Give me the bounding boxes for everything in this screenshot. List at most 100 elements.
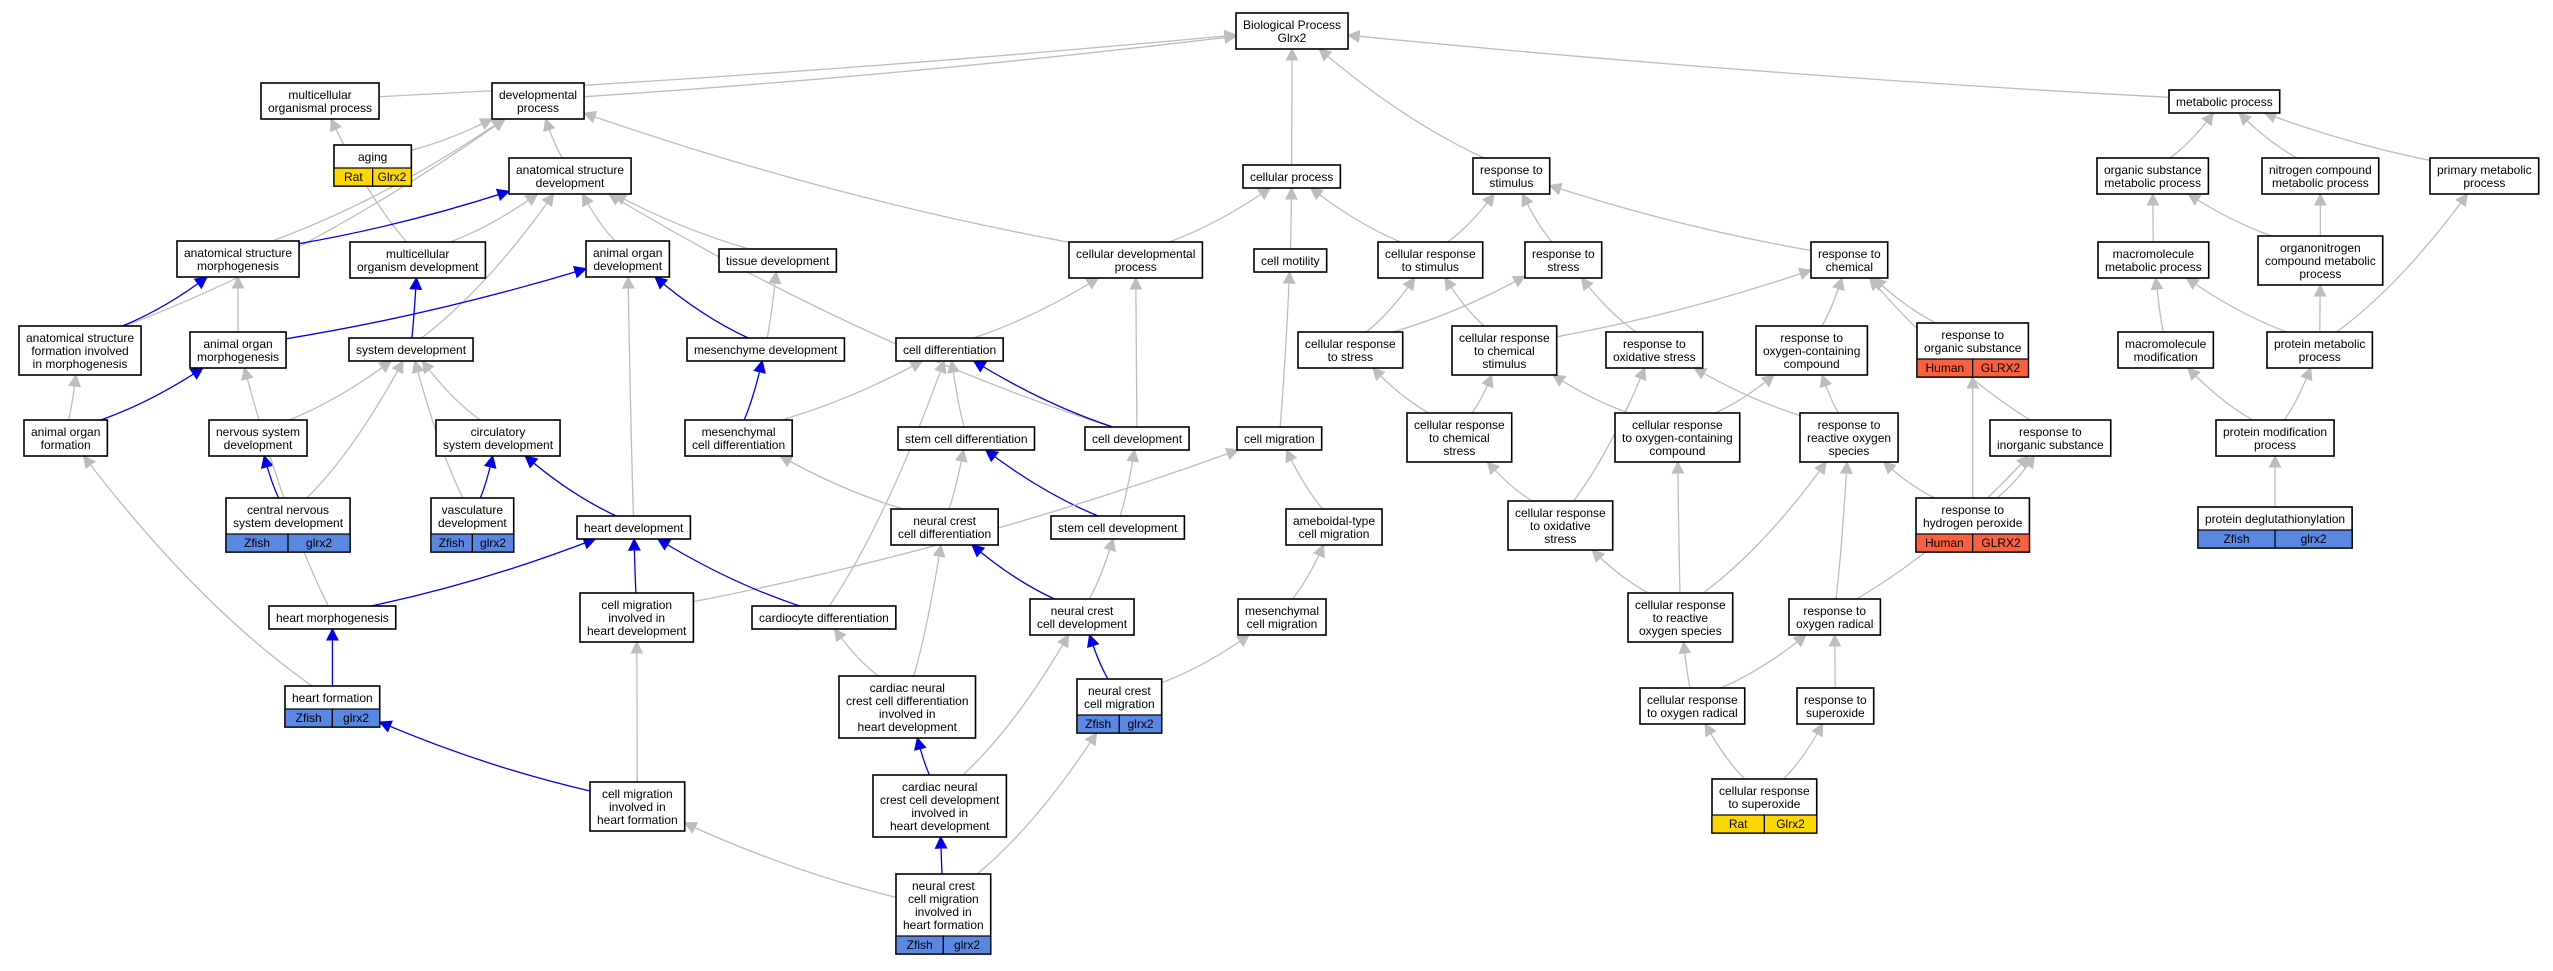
- edge: [1365, 276, 1416, 333]
- go-term-node[interactable]: cell differentiation: [895, 337, 1004, 362]
- go-term-node[interactable]: heart morphogenesis: [268, 605, 397, 630]
- go-term-node[interactable]: cell motility: [1253, 248, 1328, 273]
- edge-highlighted: [479, 454, 497, 499]
- edge-highlighted: [524, 455, 617, 517]
- go-term-node[interactable]: heart development: [576, 515, 692, 540]
- edge: [421, 192, 555, 339]
- node-label-line: animal organ: [203, 337, 272, 351]
- node-label-line: oxygen-containing: [1763, 344, 1860, 358]
- node-label-line: cell migration: [1247, 617, 1318, 631]
- node-label-line: stress: [1544, 532, 1576, 546]
- node-label-line: organic substance: [2104, 163, 2202, 177]
- node-box: [2117, 331, 2215, 369]
- go-term-node[interactable]: cardiocyte differentiation: [751, 605, 897, 630]
- edge: [1088, 537, 1116, 600]
- node-box: [1524, 241, 1603, 279]
- go-term-node[interactable]: cell migration: [1236, 426, 1323, 451]
- edge: [543, 117, 563, 159]
- edge: [288, 360, 393, 421]
- node-label-line: response to: [1780, 331, 1843, 345]
- go-term-node[interactable]: mesenchyme development: [686, 337, 846, 362]
- node-label-line: organonitrogen: [2280, 241, 2361, 255]
- node-label-line: cellular response: [1719, 784, 1810, 798]
- go-term-node[interactable]: stem cell differentiation: [897, 426, 1036, 451]
- node-label-line: response to: [1532, 247, 1595, 261]
- node-box: [1377, 241, 1484, 279]
- edge: [766, 270, 782, 339]
- go-term-node[interactable]: system development: [348, 337, 474, 362]
- go-term-node[interactable]: tissue development: [718, 248, 838, 273]
- go-term-node[interactable]: cell development: [1084, 426, 1190, 451]
- edge: [1371, 367, 1430, 414]
- edge-highlighted: [972, 360, 1114, 428]
- gene-label: GLRX2: [1981, 536, 2021, 550]
- node-box: [1472, 157, 1551, 195]
- go-term-node[interactable]: cellular process: [1242, 164, 1342, 189]
- edge-highlighted: [971, 544, 1055, 600]
- edge-highlighted: [656, 538, 800, 607]
- edge-highlighted: [378, 720, 591, 792]
- go-term-node[interactable]: metabolic process: [2168, 89, 2281, 114]
- node-label-line: primary metabolic: [2437, 163, 2532, 177]
- go-term-node[interactable]: stem cell development: [1050, 515, 1186, 540]
- node-label-line: stress: [1443, 444, 1475, 458]
